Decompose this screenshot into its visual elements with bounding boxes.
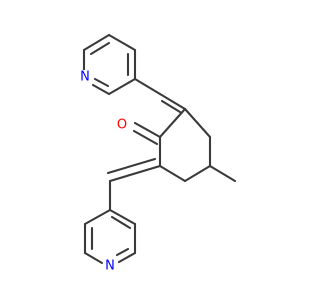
upper-vinyl-double-bond-inner bbox=[160, 99, 182, 114]
oxygen-background bbox=[115, 117, 130, 133]
upper-pyridine-ring: N bbox=[78, 33, 137, 96]
lower-nitrogen-background bbox=[103, 258, 117, 273]
lower-exocyclic-linker bbox=[106, 157, 162, 212]
lower-ring-bond-1 bbox=[108, 208, 137, 226]
upper-exocyclic-linker bbox=[133, 77, 187, 114]
lower-ring-bond-6 bbox=[83, 208, 112, 226]
carbonyl-double-bond-inner bbox=[132, 129, 159, 146]
upper-ring-bond-6 bbox=[82, 33, 111, 52]
lower-vinyl-double-bond-inner bbox=[106, 157, 157, 175]
lower-pyridine-ring: N bbox=[83, 208, 137, 274]
lower-ring-double-bond-1 bbox=[110, 215, 132, 230]
carbonyl-group: O bbox=[115, 117, 162, 146]
molecule-canvas: N O bbox=[78, 33, 237, 274]
molecule-structure: N O bbox=[78, 33, 237, 274]
upper-ring-double-bond-6 bbox=[89, 41, 111, 56]
cyclohexanone-bond-4 bbox=[158, 164, 187, 183]
upper-nitrogen-background bbox=[78, 70, 92, 85]
cyclohexanone-ring bbox=[158, 107, 212, 183]
lower-vinyl-double-bond-outer bbox=[108, 164, 162, 183]
lower-pyridine-nitrogen-label: N bbox=[105, 259, 115, 274]
lower-ring-double-bond-3 bbox=[115, 247, 130, 257]
upper-ring-bond-4 bbox=[91, 83, 111, 96]
upper-pyridine-nitrogen-label: N bbox=[80, 70, 90, 85]
lower-ring-bond-4 bbox=[83, 251, 104, 265]
carbonyl-double-bond-outer bbox=[133, 121, 162, 139]
upper-ring-double-bond-4 bbox=[93, 77, 110, 88]
cyclohexanone-bond-6 bbox=[158, 107, 187, 139]
methyl-bond bbox=[208, 164, 237, 183]
upper-vinyl-double-bond-outer bbox=[158, 92, 187, 111]
cyclohexanone-bond-1 bbox=[183, 107, 212, 139]
carbonyl-oxygen-label: O bbox=[117, 118, 127, 133]
upper-ring-to-vinyl-bond bbox=[133, 77, 162, 96]
cyclohexanone-bond-3 bbox=[183, 164, 212, 183]
upper-ring-bond-3 bbox=[107, 77, 137, 96]
lower-ring-bond-3 bbox=[117, 251, 137, 264]
upper-ring-bond-1 bbox=[107, 33, 137, 52]
